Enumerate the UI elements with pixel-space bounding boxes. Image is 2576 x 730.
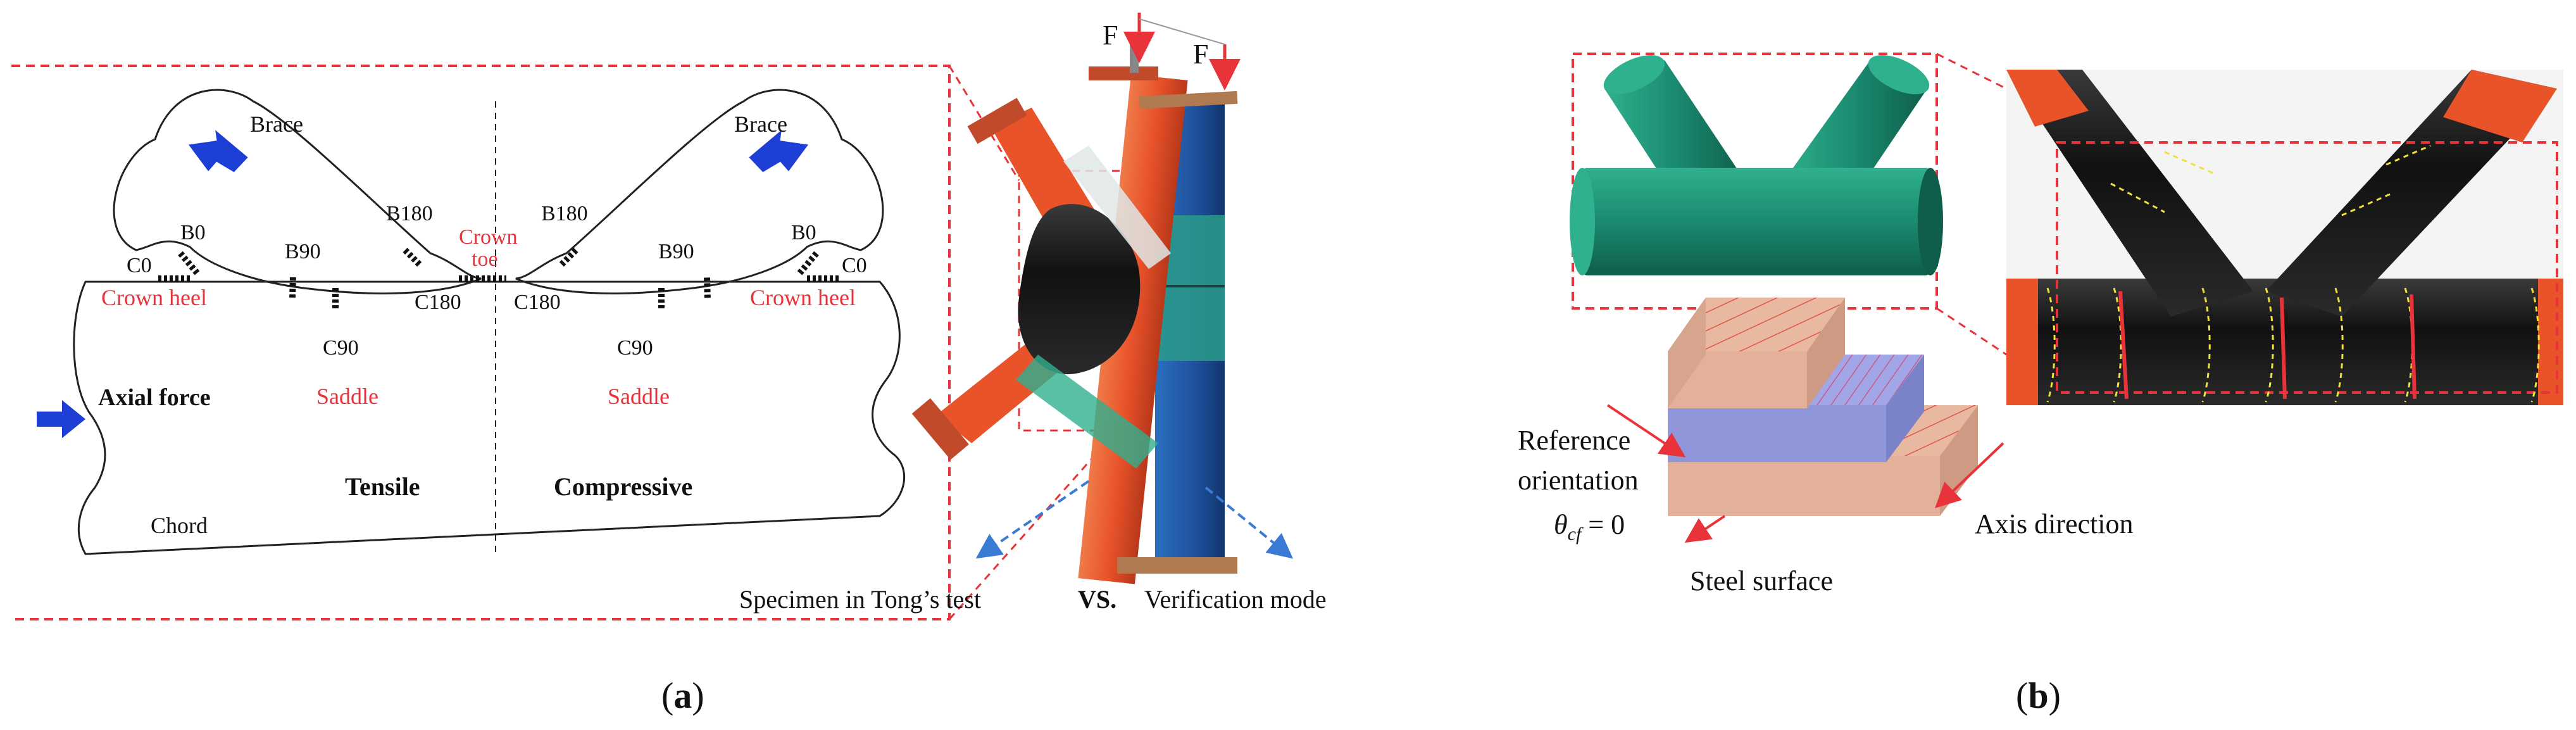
chord-outline <box>73 280 906 555</box>
panel-a: Brace Brace B0 C0 B90 B180 Crown toe C18… <box>11 13 1327 716</box>
label-crown-heel-right: Crown heel <box>750 285 856 310</box>
label-axis-direction: Axis direction <box>1975 508 2134 539</box>
verification-brace <box>1016 355 1158 469</box>
label-b90-left: B90 <box>285 240 321 263</box>
top-plate-specimen <box>1089 66 1158 80</box>
caption-pointer-verification <box>1204 486 1294 559</box>
brace-force-arrow-left <box>188 130 248 172</box>
label-b0-right: B0 <box>791 221 816 244</box>
caption-vs: VS. <box>1078 585 1116 614</box>
teal-chord <box>1582 168 1930 275</box>
left-brace-outline <box>113 89 482 294</box>
joint-schematic <box>73 89 906 555</box>
photo-highlight-frame <box>2056 141 2558 394</box>
label-crown-toe-1: Crown <box>459 225 518 249</box>
panel-a-label: (a) <box>661 675 704 716</box>
label-c90-right: C90 <box>617 336 653 360</box>
label-tensile: Tensile <box>345 472 420 501</box>
photo-brace-right <box>2266 70 2557 317</box>
reference-orientation-arrow <box>1606 404 1686 458</box>
blue-arrows <box>37 130 809 438</box>
cfrp-wrapped-joint <box>1018 204 1141 375</box>
bottom-plate <box>1117 557 1237 574</box>
panel-b: Reference orientation θcf = 0 Axis direc… <box>1518 53 2563 716</box>
wrapped-joint-photo <box>2006 70 2563 405</box>
label-compressive: Compressive <box>554 472 692 501</box>
label-chord: Chord <box>151 513 208 538</box>
force-label-2: F <box>1193 39 1208 70</box>
right-brace-outline <box>515 89 884 294</box>
steel-surface-arrow <box>1684 515 1726 543</box>
panel-b-model-frame <box>1572 53 1938 310</box>
label-brace-left: Brace <box>250 111 303 137</box>
label-c0-right: C0 <box>842 254 867 277</box>
label-steel-surface: Steel surface <box>1690 565 1833 596</box>
axis-direction-arrow <box>1935 442 2004 508</box>
label-brace-right: Brace <box>734 111 787 137</box>
label-orientation: orientation <box>1518 465 1639 496</box>
label-b90-right: B90 <box>658 240 694 263</box>
label-saddle-left: Saddle <box>316 384 378 409</box>
label-c180-right: C180 <box>514 291 561 314</box>
label-saddle-right: Saddle <box>608 384 670 409</box>
brace-force-arrow-right <box>749 130 809 172</box>
gauge-marks <box>158 248 839 310</box>
label-axial-force: Axial force <box>98 384 211 411</box>
label-crown-heel-left: Crown heel <box>101 285 207 310</box>
caption-pointer-specimen <box>975 480 1090 559</box>
label-reference: Reference <box>1518 425 1630 456</box>
caption-specimen: Specimen in Tong’s test <box>739 585 981 614</box>
axial-force-arrow <box>37 400 85 438</box>
label-c0-left: C0 <box>127 254 152 277</box>
label-c180-left: C180 <box>415 291 461 314</box>
laminate-block <box>1668 298 1978 516</box>
label-theta-cf: θcf = 0 <box>1554 509 1625 544</box>
panel-b-label: (b) <box>2016 675 2061 716</box>
label-b180-left: B180 <box>386 202 433 225</box>
label-c90-left: C90 <box>323 336 359 360</box>
force-label-1: F <box>1103 20 1118 51</box>
joint-3d-model: F F <box>911 13 1294 584</box>
label-b0-left: B0 <box>180 221 206 244</box>
panel-b-connectors <box>1936 53 2007 356</box>
caption-verification: Verification mode <box>1144 585 1327 614</box>
specimen-chord <box>1078 74 1188 584</box>
teal-joint-model <box>1570 55 1943 275</box>
label-b180-right: B180 <box>541 202 588 225</box>
panel-a-frame <box>11 65 951 620</box>
top-plate-verification <box>1139 91 1238 110</box>
label-crown-toe-2: toe <box>472 248 498 271</box>
